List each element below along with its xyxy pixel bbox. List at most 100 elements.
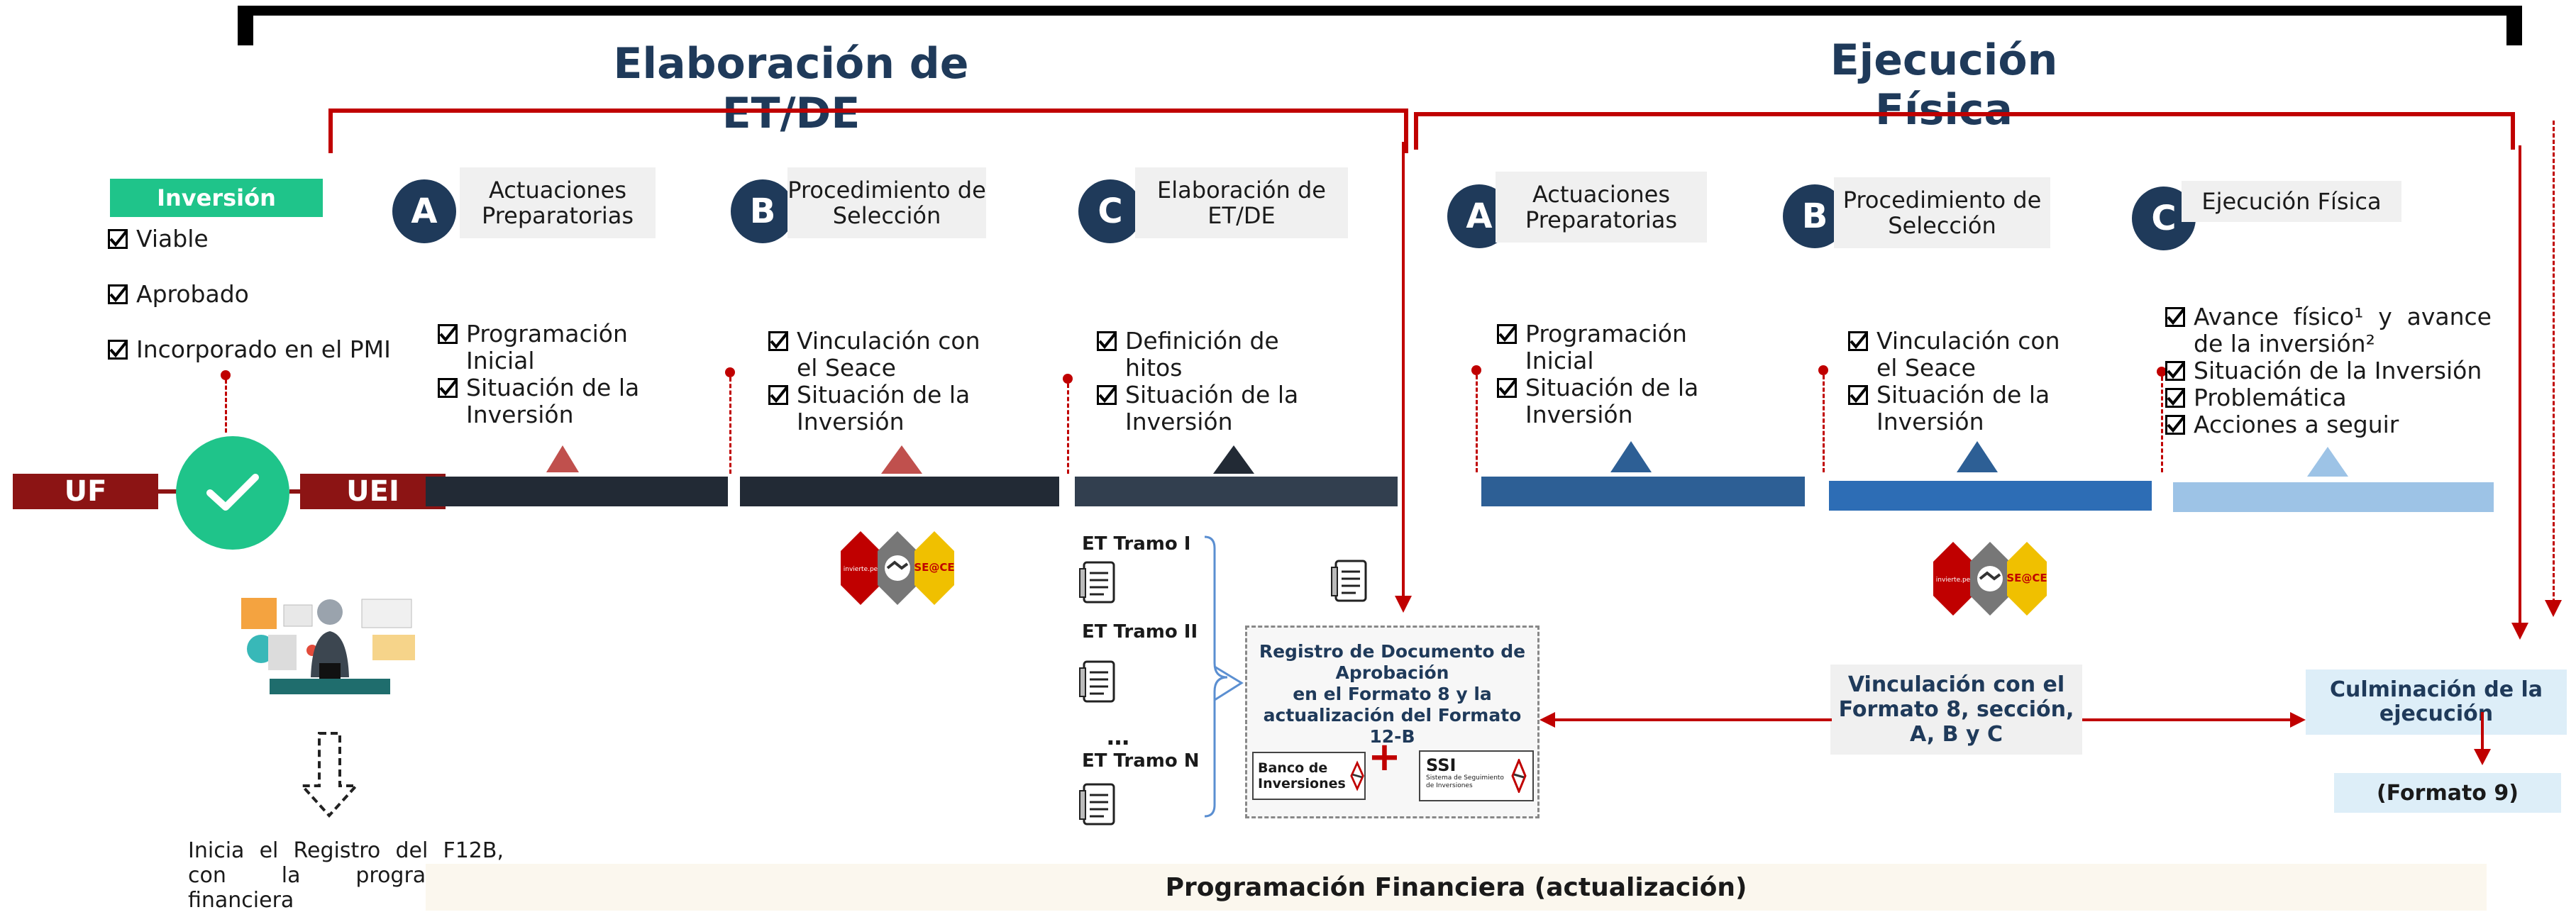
checkbox-checked-icon [1497, 378, 1517, 398]
invierte-seace-logo: invierte.pe SE@CE [841, 531, 954, 605]
connector-dot [1818, 365, 1828, 375]
registro-line: Aprobación [1335, 662, 1449, 683]
document-icon [1079, 660, 1115, 703]
connector-dashed-line [1067, 384, 1069, 474]
registro-line: Registro de Documento de [1259, 641, 1526, 662]
checkbox-checked-icon [438, 378, 458, 398]
uf-tag: UF [13, 474, 158, 509]
step-b-triangle [1957, 441, 1998, 472]
right-edge-dashed-line [2553, 121, 2555, 603]
invierte-logo-text: invierte.pe [1936, 577, 1971, 584]
step-a-bar [1481, 477, 1805, 506]
vinculacion-line: Formato 8, sección, [1838, 697, 2074, 722]
step-b-bar [740, 477, 1059, 506]
step-b-label: Procedimiento de Selección [787, 167, 986, 238]
step-b-bar [1829, 481, 2152, 511]
check-label: Definición de hitos [1125, 327, 1279, 382]
connector-dot [1063, 374, 1073, 384]
checkbox-checked-icon [2165, 361, 2185, 381]
checkbox-checked-icon [768, 331, 788, 351]
step-c-label: Ejecución Física [2182, 181, 2401, 222]
connector-dot [725, 367, 735, 377]
document-icon [1079, 561, 1115, 604]
checkbox-checked-icon [108, 284, 128, 304]
inversion-item-label: Aprobado [136, 280, 249, 308]
check-label: Acciones a seguir [2194, 411, 2399, 438]
registro-text: Registro de Documento de Aprobación en e… [1252, 641, 1532, 748]
step-a-circle: A [392, 179, 456, 243]
culminacion-line: ejecución [2379, 701, 2494, 726]
tramo-label: … [1107, 723, 1129, 750]
check-label: Programación Inicial [1525, 320, 1687, 374]
tramos-brace [1204, 535, 1244, 818]
approved-check-circle [176, 436, 289, 550]
connector-dashed-line [729, 377, 731, 474]
connector-dashed-line [1823, 375, 1825, 472]
step-c-checks: Avance físico¹ y avance de la inversión²… [2165, 304, 2499, 438]
formato9-box: (Formato 9) [2334, 773, 2561, 813]
bidirectional-arrow [1539, 712, 1832, 728]
f12b-line: Inicia el Registro del F12B, [188, 838, 504, 863]
phase-title-ejecucion: Ejecución Física [1830, 35, 2058, 135]
check-item: Situación de la Inversión [2165, 357, 2499, 384]
f12b-line: financiera [188, 888, 294, 913]
red-bracket-right [1414, 112, 2515, 150]
culminacion-box: Culminación de la ejecución [2306, 669, 2567, 735]
inversion-item: Incorporado en el PMI [108, 336, 406, 363]
step-b-circle: B [731, 179, 795, 243]
document-icon [1079, 783, 1115, 826]
top-bracket-left-leg [238, 6, 253, 45]
step-a-bar [426, 477, 728, 506]
inversion-item: Viable [108, 226, 406, 252]
banco-line: Inversiones [1258, 776, 1346, 791]
connector-dashed-line [225, 379, 227, 433]
checkbox-checked-icon [2165, 307, 2185, 327]
dashed-down-arrow [299, 732, 360, 818]
seace-logo-text: SE@CE [914, 561, 954, 574]
red-arrow-down-head [2511, 623, 2528, 640]
checkbox-checked-icon [438, 324, 458, 344]
check-item: Problemática [2165, 384, 2499, 411]
connector-dashed-line [2161, 377, 2163, 472]
step-a-checks: Programación Inicial Situación de la Inv… [1497, 321, 1724, 428]
check-label: Problemática [2194, 384, 2347, 411]
registro-line: actualización del Formato 12-B [1263, 705, 1522, 747]
ssi-sub: de Inversiones [1426, 782, 1473, 789]
red-bracket-left [328, 109, 1408, 153]
person-at-computer-illustration [241, 598, 415, 694]
checkbox-checked-icon [108, 340, 128, 360]
checkbox-checked-icon [1097, 385, 1117, 405]
check-label: Situación de la Inversión [2194, 357, 2482, 384]
uei-tag: UEI [300, 474, 446, 509]
inversion-item: Aprobado [108, 281, 406, 308]
tramo-label: ET Tramo I [1082, 533, 1191, 555]
check-item: Situación de la Inversión [1848, 382, 2082, 435]
check-label: Avance físico¹ y avance de la inversión² [2194, 303, 2492, 357]
culminacion-line: Culminación de la [2329, 677, 2543, 702]
check-label: Situación de la Inversión [1525, 374, 1699, 428]
checkbox-checked-icon [1848, 385, 1868, 405]
check-item: Programación Inicial [1497, 321, 1724, 374]
step-a-triangle [1610, 441, 1652, 472]
step-c-label: Elaboración de ET/DE [1135, 167, 1348, 238]
phase-title-elaboracion: Elaboración de ET/DE [613, 39, 969, 138]
arrow-right [2082, 712, 2306, 728]
check-item: Programación Inicial [438, 321, 665, 374]
check-item: Acciones a seguir [2165, 411, 2499, 438]
banco-inversiones-logo: Banco de Inversiones [1252, 752, 1366, 800]
check-icon [206, 474, 259, 511]
check-item: Vinculación con el Seace [768, 328, 1002, 382]
step-c-checks: Definición de hitos Situación de la Inve… [1097, 328, 1331, 435]
invierte-logo-text: invierte.pe [844, 566, 878, 573]
step-a-triangle [546, 445, 579, 472]
check-item: Situación de la Inversión [1097, 382, 1331, 435]
ssi-logo: SSI Sistema de Seguimiento de Inversione… [1419, 750, 1534, 801]
seace-logo-text: SE@CE [2006, 572, 2047, 584]
plus-sign: + [1368, 734, 1401, 780]
connector-dot [221, 370, 231, 380]
checkbox-checked-icon [768, 385, 788, 405]
red-arrow-down-line [2519, 145, 2521, 628]
connector-dashed-line [1476, 375, 1478, 472]
checkbox-checked-icon [108, 229, 128, 249]
step-a-label: Actuaciones Preparatorias [460, 167, 656, 238]
